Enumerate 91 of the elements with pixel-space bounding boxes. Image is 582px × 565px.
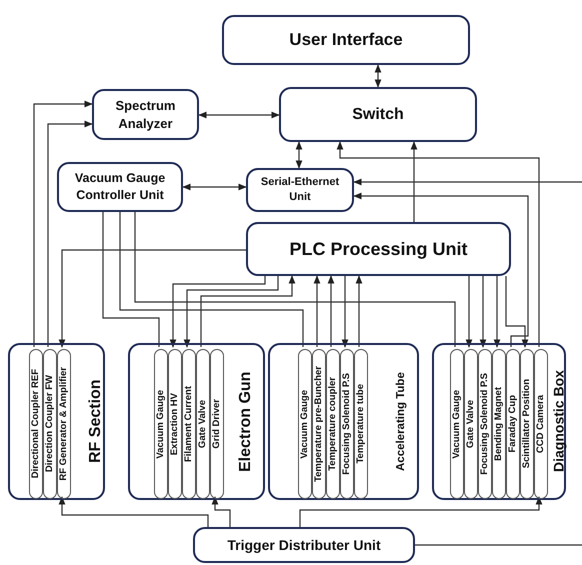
process-box (222, 15, 470, 65)
connector-arrow (58, 249, 246, 348)
section-title: RF Section (86, 378, 105, 466)
component-column (464, 349, 478, 499)
component-column (354, 349, 368, 499)
process-box (193, 527, 415, 563)
connector-arrow (494, 276, 500, 348)
component-column (478, 349, 492, 499)
component-column (534, 349, 548, 499)
connector-arrow (198, 112, 280, 118)
connector-arrow (296, 141, 302, 169)
connector-arrow (336, 141, 540, 347)
connector-arrow (33, 100, 93, 347)
connector-arrow (314, 275, 320, 347)
component-label: Extraction HV (169, 392, 181, 456)
component-column (506, 349, 520, 499)
connector-arrow (374, 64, 382, 88)
component-label: Temperature tube (355, 384, 367, 464)
section-title: Diagnostic Box (550, 369, 567, 474)
connector-arrow (356, 275, 362, 347)
component-label: Vacuum Gauge (155, 390, 167, 458)
component-label: RF Generator & Amplifier (58, 367, 70, 481)
component-column (492, 349, 506, 499)
connector-arrow (480, 276, 486, 348)
connector-line (134, 212, 456, 347)
process-box (57, 162, 183, 212)
section-title: Accelerating Tube (394, 371, 408, 473)
connector-line (119, 212, 304, 347)
component-label: Scintillator Position (521, 379, 533, 469)
component-label: CCD Camera (535, 394, 547, 454)
connector-arrow (182, 184, 247, 190)
section-title: Electron Gun (236, 370, 255, 474)
component-column (312, 349, 326, 499)
connector-arrow (353, 178, 582, 186)
connector-arrow (200, 275, 296, 347)
node-label: Trigger Distributer Unit (226, 536, 382, 554)
connector-arrow (170, 276, 266, 348)
connector-arrow (184, 276, 279, 348)
section-panel (8, 343, 105, 500)
node-label: PLC Processing Unit (288, 238, 469, 261)
connector-arrow (328, 275, 334, 347)
component-label: Focusing Solenoid P.S (341, 373, 353, 475)
process-box (246, 222, 511, 276)
component-label: Grid Driver (211, 399, 223, 449)
component-label: Focusing Solenoid P.S (479, 373, 491, 475)
connector-arrow (58, 496, 209, 527)
component-column (182, 349, 196, 499)
connector-arrow (410, 141, 418, 222)
connector-line (102, 212, 160, 347)
component-label: Directional Coupler REF (30, 369, 42, 479)
component-column (154, 349, 168, 499)
node-label: Spectrum Analyzer (114, 96, 176, 132)
component-column (326, 349, 340, 499)
component-column (168, 349, 182, 499)
component-label: Vacuum Gauge (451, 390, 463, 458)
connector-arrow (342, 276, 348, 348)
component-column (29, 349, 43, 499)
process-box (92, 89, 199, 140)
component-column (43, 349, 57, 499)
node-label: Serial-Ethernet Unit (260, 175, 340, 205)
component-label: Filament Current (183, 386, 195, 462)
process-box (279, 87, 477, 142)
section-panel (432, 343, 566, 500)
process-box (246, 168, 354, 212)
connector-arrow (47, 120, 93, 347)
component-label: Faraday Cup (507, 395, 519, 453)
node-label: User Interface (288, 28, 404, 51)
component-label: Temperature pre-Buncher (313, 366, 325, 482)
connector-arrow (353, 192, 529, 347)
component-column (196, 349, 210, 499)
connector-line (415, 544, 582, 546)
component-label: Bending Magnet (493, 387, 505, 461)
connector-arrow (212, 496, 231, 527)
section-panel (268, 343, 419, 500)
component-label: Temperature coupler (327, 377, 339, 471)
section-panel (128, 343, 265, 500)
component-column (298, 349, 312, 499)
component-label: Direction Coupler FW (44, 375, 56, 473)
connector-arrow (466, 276, 472, 348)
component-label: Gate Valve (465, 400, 477, 448)
component-label: Vacuum Gauge (299, 390, 311, 458)
component-column (340, 349, 354, 499)
connector-arrow (505, 276, 528, 348)
node-label: Vacuum Gauge Controller Unit (74, 170, 166, 204)
component-column (450, 349, 464, 499)
component-column (520, 349, 534, 499)
component-column (57, 349, 71, 499)
component-label: Gate Valve (197, 400, 209, 448)
component-column (210, 349, 224, 499)
node-label: Switch (351, 104, 405, 125)
connector-arrow (299, 496, 542, 527)
